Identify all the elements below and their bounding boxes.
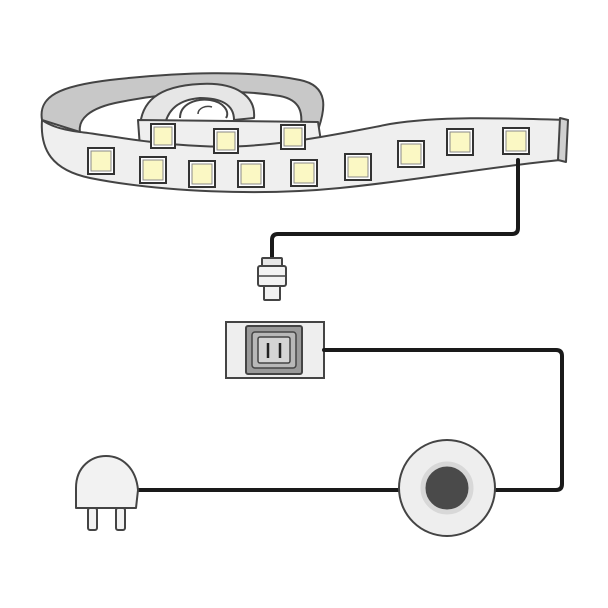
led-strip-reel-icon — [40, 72, 569, 194]
led-chip — [283, 127, 303, 147]
strip-connector-plug-icon[interactable] — [257, 257, 287, 301]
two-pin-plug-icon[interactable] — [75, 455, 139, 531]
strip-front-band — [40, 117, 569, 194]
strip-spiral-core — [179, 98, 229, 119]
led-chip-group — [87, 123, 530, 188]
wire-strip-to-connector — [270, 158, 520, 260]
led-chip — [347, 156, 369, 178]
led-chip — [153, 126, 173, 146]
led-chip — [240, 163, 262, 185]
led-chip — [191, 163, 213, 185]
led-chip — [293, 162, 315, 184]
led-chip — [142, 159, 164, 181]
led-chip — [90, 150, 112, 172]
strip-end-cap — [557, 117, 569, 163]
wire-switch-to-dimmer — [322, 348, 564, 492]
led-chip — [400, 143, 422, 165]
strip-spiral-core-inner — [197, 105, 213, 115]
strip-inner-spiral — [138, 82, 256, 136]
round-dimmer-knob-icon[interactable] — [398, 439, 496, 537]
led-chip — [505, 130, 527, 152]
led-chip — [216, 131, 236, 151]
led-chip — [449, 131, 471, 153]
rocker-switch-icon[interactable] — [225, 321, 325, 379]
